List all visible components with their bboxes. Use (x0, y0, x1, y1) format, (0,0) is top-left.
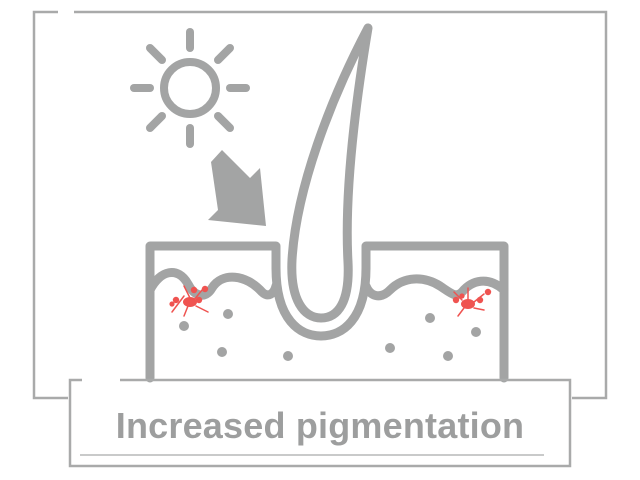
dermis-dot (283, 351, 293, 361)
sun-icon (130, 28, 250, 148)
caption-box (68, 378, 572, 468)
dermis-dot (217, 347, 227, 357)
skin-surface-right (361, 274, 509, 301)
dermis-dot (179, 321, 189, 331)
melanocyte-icon (452, 287, 492, 317)
dermis-dot (385, 343, 395, 353)
skin-cross-section-icon (145, 241, 509, 383)
skin-surface-left (145, 268, 281, 300)
skin-block-left (145, 241, 281, 383)
dermis-dot (443, 351, 453, 361)
hair-strand-icon (287, 23, 373, 323)
hair-follicle (271, 263, 371, 341)
arrow-down-right-icon (208, 150, 266, 226)
dermis-dot (471, 327, 481, 337)
dermis-dots (179, 309, 481, 361)
caption-label: Increased pigmentation (115, 405, 525, 446)
melanocyte-icon (169, 285, 209, 317)
dermis-dot (223, 309, 233, 319)
dermis-dot (425, 313, 435, 323)
outer-frame (32, 10, 608, 400)
skin-block-right (361, 241, 509, 383)
